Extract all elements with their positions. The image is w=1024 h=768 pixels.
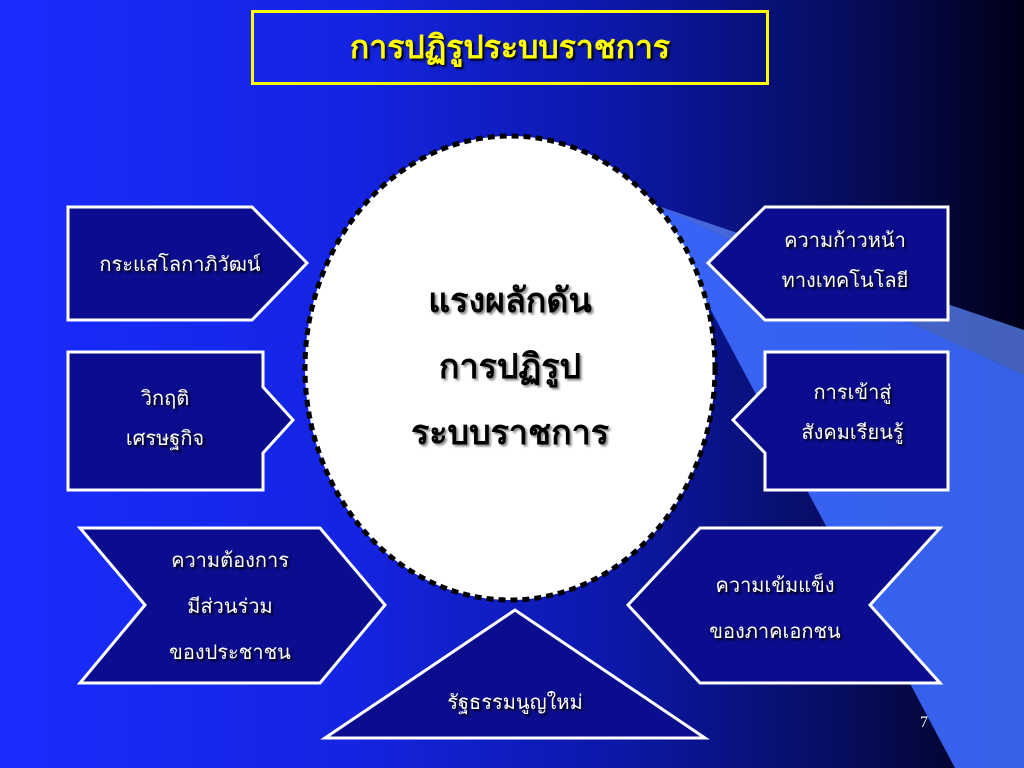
constitution-shape xyxy=(320,608,710,740)
public-participation-shape xyxy=(76,526,387,685)
learning-society-line: สังคมเรียนรู้ xyxy=(801,420,904,444)
learning-society-shape xyxy=(730,350,950,492)
constitution-label: รัฐธรรมนูญใหม่ xyxy=(405,682,625,722)
private-sector-line: ความเข้มแข็ง xyxy=(715,573,835,597)
private-sector-label: ความเข้มแข็ง ของภาคเอกชน xyxy=(680,562,870,654)
center-line: ระบบราชการ xyxy=(410,413,610,453)
center-line: การปฏิรูป xyxy=(438,347,582,387)
globalization-shape xyxy=(66,205,310,322)
technology-label: ความก้าวหน้า ทางเทคโนโลยี xyxy=(750,220,940,300)
technology-line: ความก้าวหน้า xyxy=(784,228,906,252)
center-line: แรงผลักดัน xyxy=(428,281,592,321)
economic-crisis-label: วิกฤติ เศรษฐกิจ xyxy=(70,378,260,458)
technology-shape xyxy=(705,205,950,322)
economic-crisis-shape xyxy=(66,350,296,492)
learning-society-label: การเข้าสู่ สังคมเรียนรู้ xyxy=(760,372,945,452)
public-participation-line: ของประชาชน xyxy=(169,640,291,664)
globalization-label: กระแสโลกาภิวัฒน์ xyxy=(70,244,290,284)
public-participation-line: มีส่วนร่วม xyxy=(187,594,273,618)
constitution-text: รัฐธรรมนูญใหม่ xyxy=(447,690,583,714)
economic-crisis-line: วิกฤติ xyxy=(140,386,190,410)
economic-crisis-line: เศรษฐกิจ xyxy=(125,426,205,450)
learning-society-line: การเข้าสู่ xyxy=(813,380,892,404)
center-oval xyxy=(302,133,718,603)
technology-line: ทางเทคโนโลยี xyxy=(781,268,909,292)
slide-title: การปฏิรูประบบราชการ xyxy=(251,10,769,85)
public-participation-label: ความต้องการ มีส่วนร่วม ของประชาชน xyxy=(130,537,330,675)
globalization-text: กระแสโลกาภิวัฒน์ xyxy=(99,252,261,276)
slide-number: 7 xyxy=(920,714,928,731)
private-sector-shape xyxy=(625,526,944,685)
private-sector-line: ของภาคเอกชน xyxy=(709,619,841,643)
center-label: แรงผลักดัน การปฏิรูป ระบบราชการ xyxy=(365,268,655,466)
public-participation-line: ความต้องการ xyxy=(171,548,289,572)
